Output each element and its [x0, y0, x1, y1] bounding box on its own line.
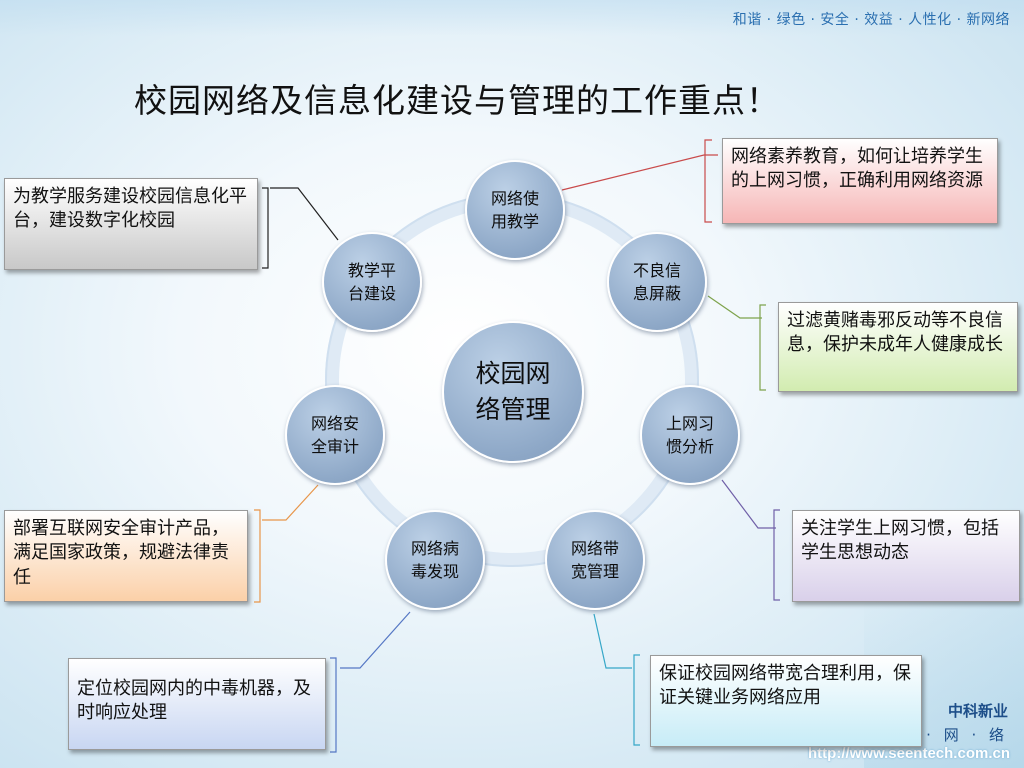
node-platform: 教学平台建设: [322, 232, 422, 332]
node-usage-teaching-line2: 用教学: [490, 212, 539, 231]
node-habit-analysis-line1: 上网习: [665, 413, 714, 433]
leader-virus-detect: [340, 611, 411, 669]
bracket-usage-teaching: [704, 139, 712, 223]
note-usage-teaching: 网络素养教育，如何让培养学生的上网习惯，正确利用网络资源: [722, 138, 998, 224]
bracket-platform: [262, 187, 269, 269]
node-bandwidth: 网络带宽管理: [545, 510, 645, 610]
company-logo: 中科新业: [947, 702, 1008, 720]
node-info-filter: 不良信息屏蔽: [607, 232, 707, 332]
note-info-filter: 过滤黄赌毒邪反动等不良信息，保护未成年人健康成长: [778, 302, 1018, 392]
node-habit-analysis: 上网习惯分析: [640, 385, 740, 485]
center-node-line1: 校园网: [475, 358, 551, 388]
leader-info-filter: [707, 295, 762, 319]
bracket-bandwidth: [633, 654, 640, 746]
note-bandwidth: 保证校园网络带宽合理利用，保证关键业务网络应用: [650, 655, 922, 747]
node-virus-detect-line1: 网络病: [410, 538, 459, 558]
note-platform: 为教学服务建设校园信息化平台，建设数字化校园: [4, 178, 258, 270]
center-node-line2: 络管理: [475, 395, 551, 424]
node-security-audit: 网络安全审计: [285, 385, 385, 485]
node-info-filter-line1: 不良信: [632, 260, 681, 280]
node-platform-line1: 教学平: [347, 260, 396, 280]
note-security-audit: 部署互联网安全审计产品，满足国家政策，规避法律责任: [4, 510, 248, 602]
leader-usage-teaching: [561, 154, 718, 191]
bracket-info-filter: [759, 304, 766, 391]
leader-habit-analysis: [721, 479, 776, 529]
node-habit-analysis-line2: 惯分析: [665, 437, 714, 456]
top-band: [0, 0, 1024, 36]
center-node: 校园网络管理: [442, 321, 584, 463]
website-url: http://www.seentech.com.cn: [808, 745, 1010, 762]
page-title: 校园网络及信息化建设与管理的工作重点！: [134, 81, 780, 120]
note-habit-analysis: 关注学生上网习惯，包括学生思想动态: [792, 510, 1020, 602]
node-virus-detect-line2: 毒发现: [410, 562, 459, 581]
node-security-audit-line1: 网络安: [310, 413, 359, 433]
node-bandwidth-line1: 网络带: [570, 538, 619, 558]
note-virus-detect: 定位校园网内的中毒机器，及时响应处理: [68, 658, 326, 750]
bracket-security-audit: [254, 509, 261, 603]
leader-platform: [270, 187, 339, 241]
node-bandwidth-line2: 宽管理: [570, 562, 619, 581]
node-info-filter-line2: 息屏蔽: [632, 284, 681, 303]
node-platform-line2: 台建设: [347, 284, 396, 303]
node-virus-detect: 网络病毒发现: [385, 510, 485, 610]
bracket-habit-analysis: [773, 509, 780, 601]
leader-security-audit: [262, 484, 319, 521]
bracket-virus-detect: [330, 657, 337, 753]
node-usage-teaching: 网络使用教学: [465, 160, 565, 260]
node-security-audit-line2: 全审计: [310, 437, 359, 456]
leader-bandwidth: [593, 613, 632, 669]
slogan: 和谐 · 绿色 · 安全 · 效益 · 人性化 · 新网络: [732, 12, 1010, 28]
node-usage-teaching-line1: 网络使: [490, 188, 539, 208]
company-logo-sub: · 网 · 络: [926, 726, 1008, 744]
